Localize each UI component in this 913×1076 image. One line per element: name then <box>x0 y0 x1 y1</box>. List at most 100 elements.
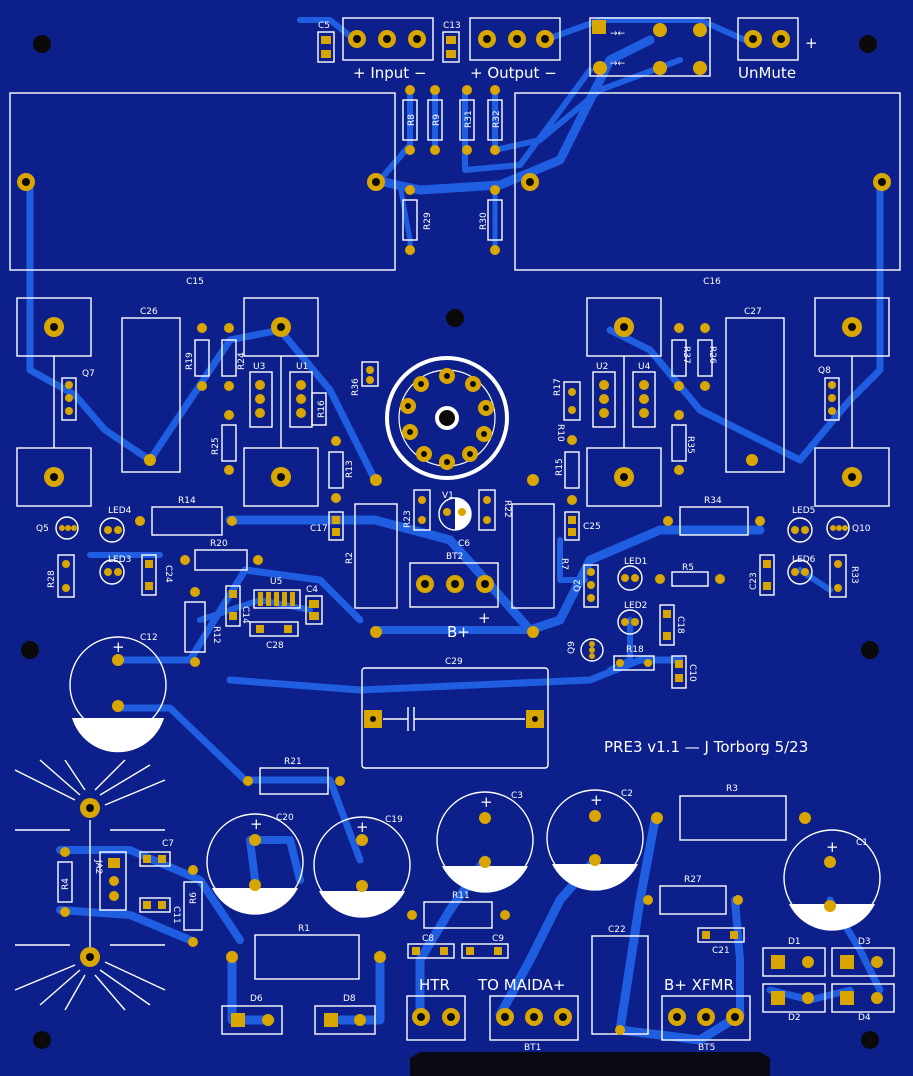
ref-r36: R36 <box>351 378 361 396</box>
resistor-r1: R1 <box>226 924 386 980</box>
resistor-r29: R29 <box>402 185 433 255</box>
ref-u4: U4 <box>638 362 651 372</box>
ref-q8: Q8 <box>818 366 831 376</box>
ref-r7: R7 <box>559 558 569 570</box>
ref-c1: C1 <box>856 838 868 848</box>
ref-q10: Q10 <box>852 524 871 534</box>
ref-c12: C12 <box>140 633 158 643</box>
ref-r1: R1 <box>298 924 310 934</box>
ref-r13: R13 <box>345 460 355 478</box>
resistor-r21: R21 <box>243 757 345 795</box>
ref-d6: D6 <box>250 994 263 1004</box>
resistor-r22: R22 <box>478 489 512 531</box>
resistor-r23: R23 <box>403 489 431 531</box>
ref-c6: C6 <box>458 539 470 549</box>
ref-r11: R11 <box>452 891 470 901</box>
ic-u5: U5 <box>253 577 301 609</box>
ref-c3: C3 <box>511 791 523 801</box>
svg-text:→←: →← <box>610 29 626 39</box>
ref-c29: C29 <box>445 657 463 667</box>
ref-c23: C23 <box>749 572 759 590</box>
led-led3: LED3 <box>99 555 131 585</box>
capacitor-c6-v1: V1 C6 <box>438 491 472 549</box>
resistor-r30: R30 <box>479 185 503 255</box>
board-edge-notch <box>410 1052 770 1076</box>
resistor-r16: R16 <box>311 392 327 426</box>
regulator-u3: U3 <box>249 362 273 428</box>
resistor-r7: R7 <box>511 474 569 638</box>
ref-r27: R27 <box>684 875 702 885</box>
resistor-r13: R13 <box>328 436 355 503</box>
ref-r5: R5 <box>682 563 694 573</box>
ref-c4: C4 <box>306 585 318 595</box>
ref-c13: C13 <box>443 21 461 31</box>
board-title: PRE3 v1.1 — J Torborg 5/23 <box>604 738 808 756</box>
resistor-r9: R9 <box>427 85 443 155</box>
ref-d4: D4 <box>858 1013 871 1023</box>
resistor-r20: R20 <box>180 539 263 571</box>
capacitor-c21: C21 <box>697 927 745 956</box>
diode-d2: D2 <box>762 983 826 1023</box>
ref-c19: C19 <box>385 815 403 825</box>
ref-c28: C28 <box>266 641 284 651</box>
label-input: + Input − <box>353 64 427 82</box>
capacitor-c17: C17 <box>310 511 344 541</box>
ref-bt1: BT1 <box>524 1043 541 1053</box>
ref-r26: R26 <box>707 346 717 364</box>
resistor-r24: R24 <box>221 323 247 391</box>
svg-text:→←: →← <box>610 59 626 69</box>
svg-text:+: + <box>112 638 125 656</box>
capacitor-c24: C24 <box>141 554 173 596</box>
resistor-r2: R2 <box>345 474 398 638</box>
resistor-r28: R28 <box>47 554 75 598</box>
regulator-u1: U1 <box>289 362 313 428</box>
ref-r19: R19 <box>185 352 195 370</box>
label-bplus: B+ <box>447 623 470 641</box>
resistor-r37: R37 <box>671 323 691 391</box>
ref-c24: C24 <box>163 565 173 583</box>
led-led2: LED2 <box>617 601 647 635</box>
svg-text:+: + <box>250 815 263 833</box>
capacitor-c16: C16 <box>514 92 901 287</box>
label-unmute-plus: + <box>805 34 818 52</box>
diode-d6: D6 <box>221 994 283 1035</box>
resistor-r35: R35 <box>671 410 695 475</box>
resistor-r19: R19 <box>185 323 210 391</box>
ref-bt2: BT2 <box>446 552 463 562</box>
resistor-r25: R25 <box>211 410 237 475</box>
resistor-r6: R6 <box>183 865 203 947</box>
ref-r37: R37 <box>681 346 691 364</box>
capacitor-c5: C5 <box>317 21 335 63</box>
ref-u3: U3 <box>253 362 265 372</box>
ref-led4: LED4 <box>108 506 132 516</box>
ref-d1: D1 <box>788 937 801 947</box>
diode-d1: D1 <box>762 937 826 977</box>
connector-output: + Output − <box>469 17 561 82</box>
led-led5: LED5 <box>787 506 815 543</box>
ref-r23: R23 <box>403 510 413 528</box>
ref-r20: R20 <box>210 539 228 549</box>
connector-bt5: B+ XFMR BT5 <box>661 976 751 1053</box>
capacitor-c26: C26 <box>121 307 181 473</box>
led-led4: LED4 <box>99 506 132 543</box>
connector-input: + Input − <box>342 17 434 82</box>
ref-r15: R15 <box>555 458 565 476</box>
capacitor-c23: C23 <box>749 554 775 596</box>
ref-c5: C5 <box>318 21 330 31</box>
svg-text:+: + <box>480 793 493 811</box>
label-htr: HTR <box>419 976 450 994</box>
ref-r2: R2 <box>345 552 355 564</box>
ref-led3: LED3 <box>108 555 131 565</box>
ref-r25: R25 <box>211 437 221 455</box>
transistor-q8: Q8 <box>818 366 840 421</box>
ref-c26: C26 <box>140 307 158 317</box>
transistor-r36-block: R36 <box>351 361 379 396</box>
capacitor-c27: C27 <box>725 307 785 473</box>
capacitor-c2: + C2 <box>546 789 644 891</box>
ref-r34: R34 <box>704 496 722 506</box>
ref-v1: V1 <box>442 491 454 501</box>
ref-led5: LED5 <box>792 506 815 516</box>
ref-r31: R31 <box>464 110 474 128</box>
regulator-u4: U4 <box>632 362 656 428</box>
